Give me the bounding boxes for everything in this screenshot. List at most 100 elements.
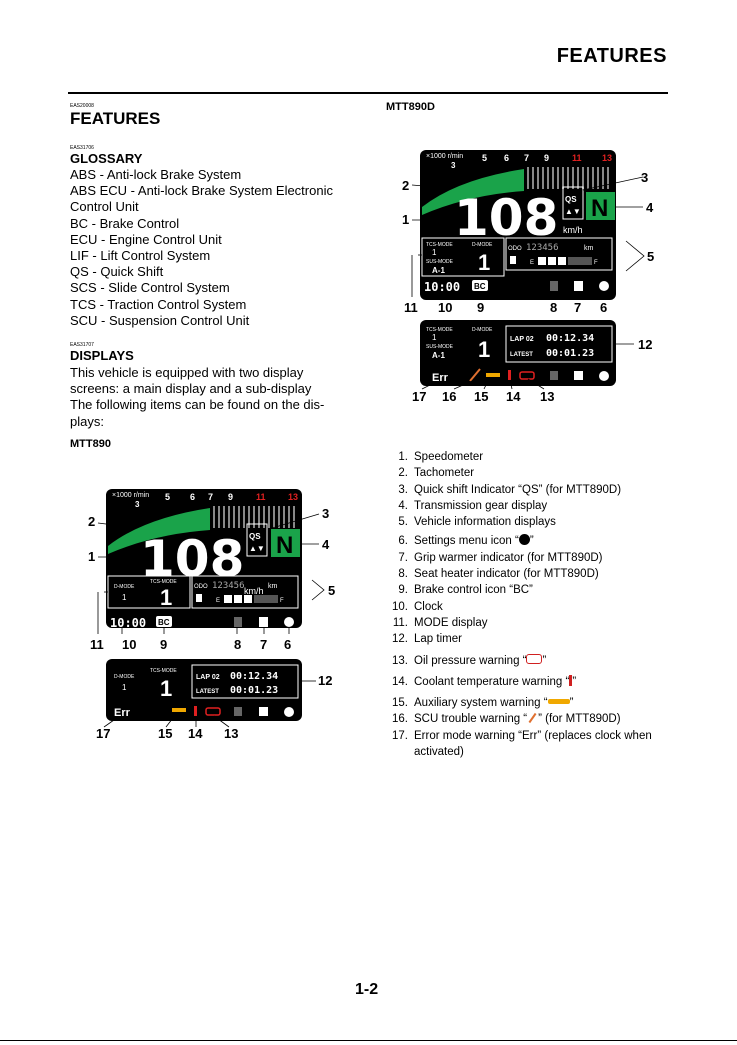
callout-4: 4 xyxy=(322,537,330,552)
features-heading: FEATURES xyxy=(70,109,161,128)
bc-icon: BC xyxy=(474,282,486,291)
tcs-value: 1 xyxy=(160,585,172,610)
callout-5: 5 xyxy=(647,249,654,264)
rpm-tick: 3 xyxy=(135,500,140,509)
odo-value: 123456 xyxy=(526,243,559,253)
bc-icon-box xyxy=(472,280,488,291)
sub-dmode-label: D-MODE xyxy=(114,674,135,680)
sub-grip-warmer-icon xyxy=(574,371,583,380)
legend-item: 7.Grip warmer indicator (for MTT890D) xyxy=(398,551,603,564)
lap-timer-box xyxy=(505,325,613,363)
rpm-tick: 6 xyxy=(190,492,195,502)
legend-item: 5.Vehicle information displays xyxy=(398,516,556,529)
gear-icon xyxy=(518,534,530,546)
temp-icon xyxy=(569,674,573,686)
fuel-seg xyxy=(244,595,252,603)
callout-lines xyxy=(411,176,645,390)
rpm-tick: 11 xyxy=(572,153,582,163)
latest-time: 00:01.23 xyxy=(230,685,278,696)
legend-item: 14.Coolant temperature warning “” xyxy=(392,674,577,688)
fuel-e: E xyxy=(216,598,220,604)
sub-settings-gear-icon xyxy=(284,707,294,717)
legend-item: 9.Brake control icon “BC” xyxy=(398,584,533,597)
legend-item: 16.SCU trouble warning “” (for MTT890D) xyxy=(392,713,621,726)
seat-heater-icon xyxy=(234,617,242,627)
dmode-value: 1 xyxy=(122,593,127,602)
sus-label: SUS-MODE xyxy=(426,259,454,265)
sus-value: A-1 xyxy=(432,266,445,275)
callout-6: 6 xyxy=(284,637,291,652)
gear-display: N xyxy=(591,195,608,222)
callout-15: 15 xyxy=(158,726,172,741)
sub-tcs-value: 1 xyxy=(160,676,172,701)
fuel-seg xyxy=(234,595,242,603)
qs-indicator-box xyxy=(562,186,584,220)
fuel-seg xyxy=(538,257,546,265)
glossary-item: QS - Quick Shift xyxy=(70,264,164,280)
qs-arrows: ▲▼ xyxy=(565,207,581,216)
fuel-e: E xyxy=(530,260,534,266)
callout-8: 8 xyxy=(234,637,241,652)
page-header-title: FEATURES xyxy=(556,45,667,67)
page-number: 1-2 xyxy=(355,981,379,998)
callout-10: 10 xyxy=(122,637,136,652)
callout-9: 9 xyxy=(477,300,484,315)
tachometer-fill xyxy=(422,169,524,215)
legend-item: 12.Lap timer xyxy=(392,633,462,646)
callout-14: 14 xyxy=(506,389,521,404)
legend-item: 15.Auxiliary system warning “” xyxy=(392,697,574,710)
displays-code: EAS31707 xyxy=(70,342,94,348)
legend-item: 2.Tachometer xyxy=(398,467,475,480)
glossary-heading: GLOSSARY xyxy=(70,151,143,166)
coolant-temp-icon xyxy=(194,706,197,716)
sub-seat-heater-icon xyxy=(234,707,242,716)
callout-13: 13 xyxy=(224,726,238,741)
callout-4: 4 xyxy=(646,200,654,215)
rpm-tick: 9 xyxy=(544,153,549,163)
legend-item: 3.Quick shift Indicator “QS” (for MTT890… xyxy=(398,483,622,496)
qs-indicator-box xyxy=(246,523,268,557)
latest-label: LATEST xyxy=(196,689,219,695)
speed-unit: km/h xyxy=(563,225,583,235)
legend-item: 8.Seat heater indicator (for MTT890D) xyxy=(398,568,599,581)
fuel-empty xyxy=(254,595,278,603)
fuel-f: F xyxy=(594,260,598,266)
rpm-tick: 7 xyxy=(524,153,529,163)
callout-17: 17 xyxy=(96,726,110,741)
dmode-value: 1 xyxy=(478,250,490,275)
grip-warmer-icon xyxy=(574,281,583,291)
rpm-tick: 3 xyxy=(451,161,456,170)
rpm-tick: 13 xyxy=(288,492,298,502)
clock-value: 10:00 xyxy=(110,616,146,630)
oil-pressure-icon xyxy=(205,707,221,716)
sub-dmode-label: D-MODE xyxy=(472,327,493,333)
qs-indicator: QS xyxy=(565,195,577,204)
dashboard-figure-mtt890d: ×1000 r/min 5 6 7 9 11 13 3 108 km/h QS … xyxy=(402,150,654,404)
callout-6: 6 xyxy=(600,300,607,315)
bc-icon: BC xyxy=(158,618,170,627)
fuel-seg xyxy=(224,595,232,603)
displays-heading: DISPLAYS xyxy=(70,348,134,363)
callout-1: 1 xyxy=(88,549,95,564)
tachometer-fill xyxy=(108,508,210,554)
sub-sus-label: SUS-MODE xyxy=(426,344,454,350)
odo-unit: km xyxy=(584,245,594,252)
glossary-item: BC - Brake Control xyxy=(70,215,180,231)
fuel-seg xyxy=(548,257,556,265)
latest-time: 00:01.23 xyxy=(546,348,594,359)
callout-10: 10 xyxy=(438,300,452,315)
rpm-tick: 11 xyxy=(256,492,266,502)
callout-2: 2 xyxy=(402,178,409,193)
sub-display-panel xyxy=(420,320,616,386)
callout-8: 8 xyxy=(550,300,557,315)
legend-item: 1.Speedometer xyxy=(398,451,484,463)
speedometer-value: 108 xyxy=(454,189,558,247)
sub-display-panel xyxy=(106,659,302,721)
latest-label: LATEST xyxy=(510,352,533,358)
callout-16: 16 xyxy=(442,389,456,404)
callout-13: 13 xyxy=(540,389,554,404)
glossary-item: ABS - Anti-lock Brake System xyxy=(70,167,242,182)
displays-line: This vehicle is equipped with two displa… xyxy=(70,365,304,380)
rpm-tick: 5 xyxy=(482,153,487,163)
callout-11: 11 xyxy=(90,637,104,652)
